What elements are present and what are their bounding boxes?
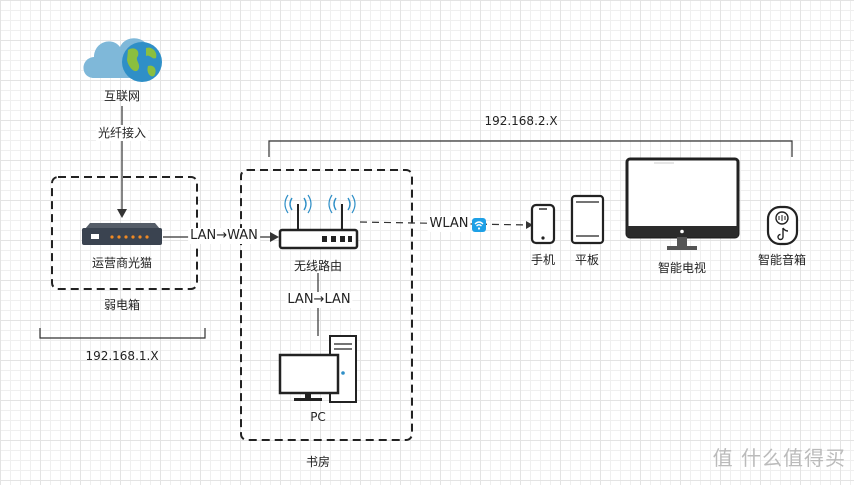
modem-icon — [82, 223, 162, 245]
study-frame — [240, 169, 413, 441]
tv-icon — [625, 157, 740, 250]
lan2-bracket — [268, 140, 793, 157]
fiber-link-label: 光纤接入 — [95, 125, 149, 141]
lan1-subnet-label: 192.168.1.X — [85, 349, 159, 363]
tablet-label: 平板 — [574, 253, 600, 267]
weak-box-frame — [51, 176, 198, 290]
watermark: 值 什么值得买 — [712, 446, 846, 470]
router-icon — [278, 194, 359, 250]
phone-icon — [530, 203, 556, 245]
lan2-subnet-label: 192.168.2.X — [484, 114, 558, 128]
wlan-link-label: WLAN — [427, 216, 471, 232]
tablet-icon — [570, 194, 605, 245]
tv-label: 智能电视 — [657, 261, 707, 275]
modem-label: 运营商光猫 — [91, 256, 153, 270]
lan-wan-link-label: LAN→WAN — [188, 228, 260, 244]
wifi-badge-icon — [472, 218, 486, 232]
speaker-icon — [766, 205, 799, 246]
lan-wan-arrowhead — [270, 232, 279, 242]
router-label: 无线路由 — [293, 259, 343, 273]
internet-label: 互联网 — [103, 89, 141, 103]
wlan-arrowhead — [526, 221, 533, 229]
phone-label: 手机 — [530, 253, 556, 267]
fiber-arrowhead — [117, 209, 127, 218]
globe-icon — [122, 42, 162, 82]
lan-lan-link-label: LAN→LAN — [285, 292, 353, 308]
weak-box-label: 弱电箱 — [103, 298, 141, 312]
study-label: 书房 — [305, 455, 331, 469]
speaker-label: 智能音箱 — [757, 253, 807, 267]
pc-icon — [278, 335, 357, 403]
pc-label: PC — [310, 410, 326, 424]
lan1-bracket — [39, 328, 206, 339]
